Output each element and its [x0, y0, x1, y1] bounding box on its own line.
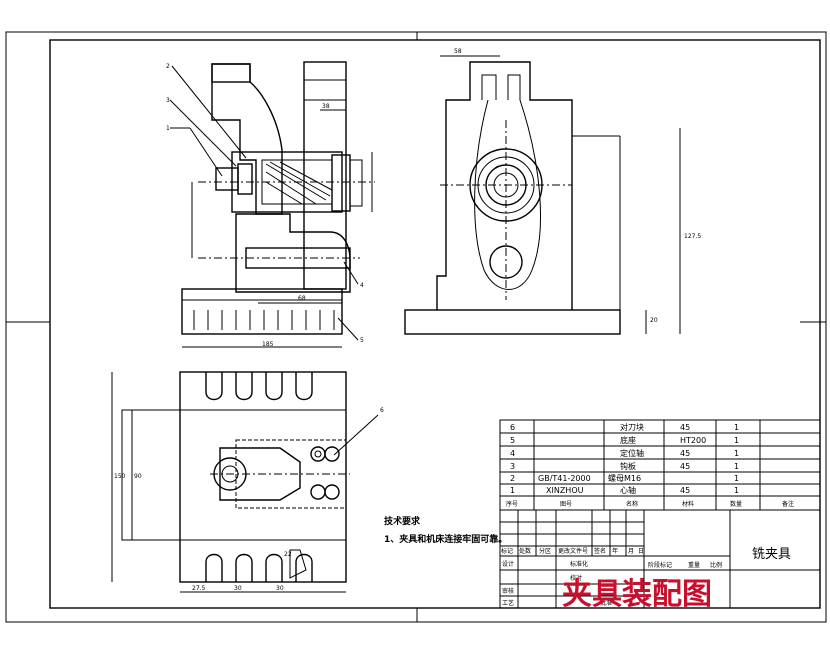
rev-header-month: 月 [628, 548, 634, 555]
stage-header-scale: 比例 [710, 561, 722, 569]
bom-row-material: 45 [680, 423, 690, 432]
bom-row-name: 定位轴 [620, 448, 644, 458]
bom-header-code: 图号 [560, 501, 572, 508]
rev-header-day: 日 [638, 548, 644, 555]
dim-plan-pitch-a: 27.5 [192, 585, 206, 592]
balloon-label-1: 1 [166, 125, 170, 132]
dim-side-base: 20 [650, 317, 658, 324]
balloon-label-2: 2 [166, 63, 170, 70]
stage-header-mark: 阶段标记 [648, 561, 672, 569]
stage-header-weight: 重量 [688, 561, 700, 569]
dim-front-top: 38 [322, 103, 330, 110]
dim-plan-slot: 22 [284, 551, 292, 558]
dim-plan-pitch-b: 30 [234, 585, 242, 592]
bom-row-code: GB/T41-2000 [538, 474, 591, 483]
bom-row-name: 心轴 [620, 485, 636, 495]
label-standard: 标准化 [570, 560, 588, 568]
drawing-title: 铣夹具 [752, 547, 791, 562]
rev-header-sign: 签名 [594, 547, 606, 555]
bom-row-qty: 1 [734, 436, 739, 445]
bom-row-no: 2 [510, 474, 515, 483]
bom-row-name: 螺母M16 [608, 473, 641, 483]
side-view [404, 55, 681, 335]
plan-view [111, 371, 350, 593]
bom-header-note: 备注 [782, 500, 794, 508]
bom-row-no: 5 [510, 436, 515, 445]
rev-header-zone: 分区 [539, 547, 551, 555]
bom-row-material: HT200 [680, 436, 706, 445]
balloon-label-5: 5 [360, 337, 364, 344]
label-design: 设计 [502, 560, 514, 568]
rev-header-count: 处数 [519, 547, 531, 555]
bom-header-qty: 数量 [730, 500, 742, 508]
notes-heading: 技术要求 [384, 515, 421, 527]
bom-row-no: 1 [510, 486, 515, 495]
label-check: 校对 [570, 574, 582, 582]
bom-header-name: 名称 [626, 500, 638, 508]
drawing-frame [5, 31, 827, 623]
balloon-label-3: 3 [166, 97, 170, 104]
dim-side-width: 58 [454, 48, 462, 55]
front-view [181, 61, 375, 348]
label-process: 工艺 [502, 599, 514, 607]
rev-header-year: 年 [612, 547, 618, 555]
bom-row-material: 45 [680, 462, 690, 471]
bom-row-qty: 1 [734, 449, 739, 458]
title-block-labels: 标记 处数 分区 更改文件号 签名 年 月 日 设计 标准化 校对 审核 工艺 … [501, 547, 791, 607]
bom-row-material: 45 [680, 486, 690, 495]
rev-header-mark: 标记 [501, 547, 513, 555]
title-block [499, 509, 821, 609]
dim-plan-pitch-c: 30 [276, 585, 284, 592]
bom-row-no: 3 [510, 462, 515, 471]
dim-front-mid-len: 68 [298, 295, 306, 302]
dim-side-height: 127.5 [684, 233, 701, 240]
watermark-text: 夹具装配图 [562, 577, 712, 612]
bom-row-no: 4 [510, 449, 515, 458]
bom-table [499, 419, 821, 511]
bom-header-material: 材料 [682, 500, 694, 508]
bom-row-no: 6 [510, 423, 515, 432]
bom-rows: 6 对刀块 45 1 5 底座 HT200 1 4 定位轴 45 1 3 钩板 … [506, 422, 794, 508]
notes-line: 1、夹具和机床连接牢固可靠。 [384, 533, 507, 545]
dim-plan-height: 150 [114, 473, 126, 480]
dim-front-base-len: 185 [262, 341, 274, 348]
bom-row-qty: 1 [734, 462, 739, 471]
label-approve: 批准 [600, 599, 612, 607]
balloon-label-6: 6 [380, 407, 384, 414]
bom-row-qty: 1 [734, 423, 739, 432]
bom-header-no: 序号 [506, 500, 518, 508]
balloon-label-4: 4 [360, 282, 364, 289]
dim-plan-inner: 90 [134, 473, 142, 480]
bom-row-material: 45 [680, 449, 690, 458]
bom-row-name: 对刀块 [620, 422, 644, 432]
rev-header-file: 更改文件号 [558, 547, 588, 555]
balloon-leaders [169, 65, 379, 456]
bom-row-name: 底座 [620, 435, 636, 445]
maker-code: XINZHOU [546, 486, 584, 495]
bom-row-name: 钩板 [620, 461, 636, 471]
bom-row-qty: 1 [734, 474, 739, 483]
label-review: 审核 [502, 587, 514, 595]
bom-row-qty: 1 [734, 486, 739, 495]
